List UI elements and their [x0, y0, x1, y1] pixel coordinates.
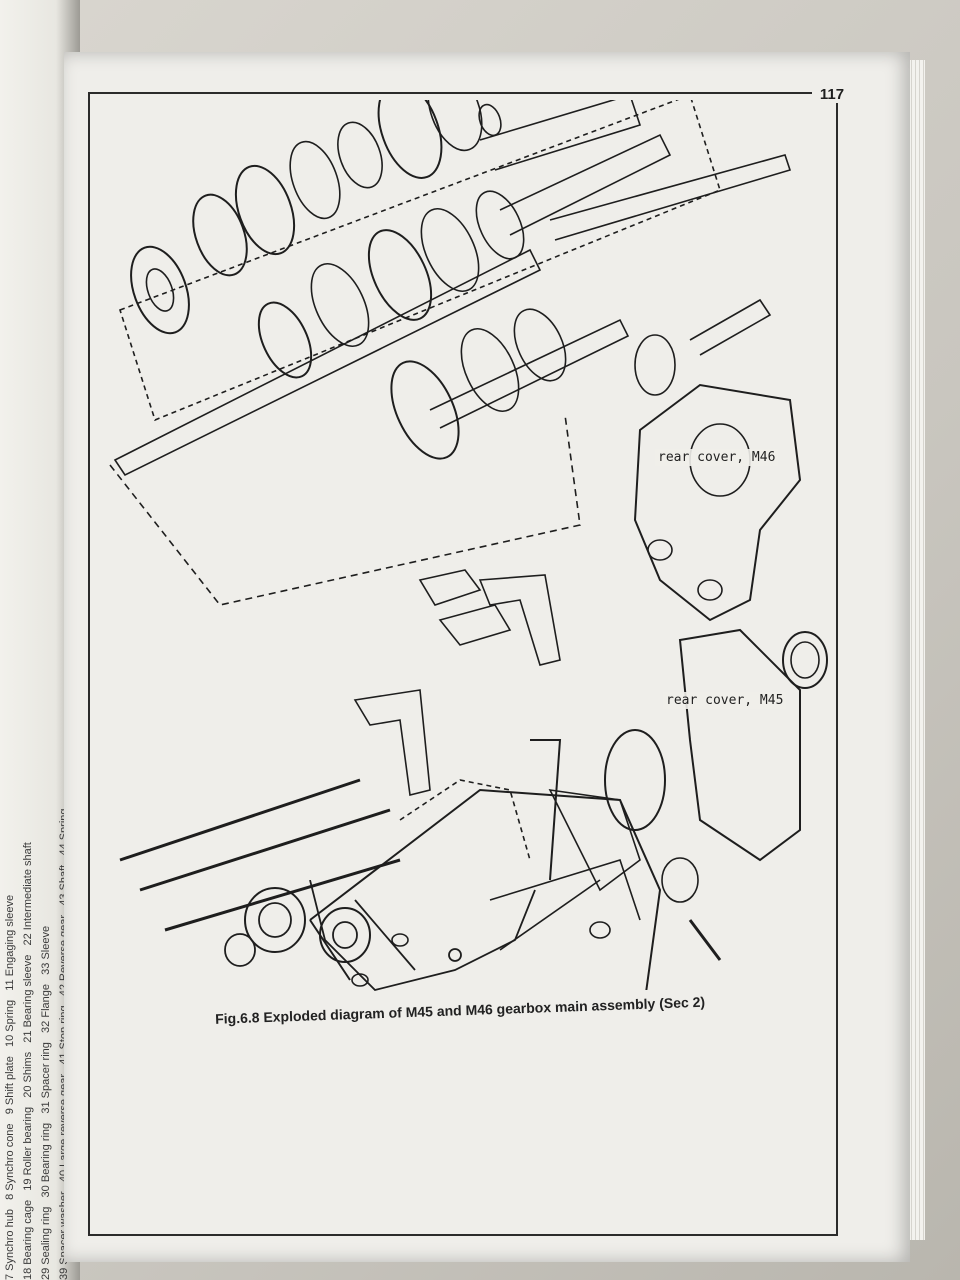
legend-item: 8 Synchro cone	[4, 1123, 16, 1200]
legend-item: 7 Synchro hub	[4, 1209, 16, 1280]
legend-item: 21 Bearing sleeve	[22, 954, 34, 1043]
book-page	[64, 52, 910, 1262]
housing-lower	[224, 880, 536, 991]
label-rear-cover-m45: rear cover, M45	[663, 692, 787, 709]
legend-col-1: 7 Synchro hub 8 Synchro cone 9 Shift pla…	[4, 0, 24, 1280]
legend-item: 29 Sealing ring	[40, 1206, 52, 1280]
legend-col-2: 18 Bearing cage 19 Roller bearing 20 Shi…	[22, 0, 42, 1280]
gear-panel-outline	[119, 100, 721, 422]
shaft-panel-outline	[109, 414, 581, 606]
exploded-diagram	[109, 100, 828, 990]
legend-item: 19 Roller bearing	[22, 1106, 34, 1191]
legend-item: 30 Bearing ring	[40, 1122, 52, 1198]
rear-cover-m46	[633, 383, 802, 622]
legend-item: 11 Engaging sleeve	[4, 894, 16, 991]
legend-item: 18 Bearing cage	[22, 1199, 34, 1280]
legend-item: 10 Spring	[4, 999, 16, 1048]
legend-col-3: 29 Sealing ring 30 Bearing ring 31 Space…	[40, 0, 60, 1280]
legend-item: 31 Spacer ring	[40, 1042, 52, 1114]
input-shaft	[113, 133, 792, 477]
main-shaft-gears	[130, 100, 642, 335]
intermediate-shaft	[390, 298, 772, 460]
shift-forks	[119, 569, 561, 932]
label-rear-cover-m46: rear cover, M46	[655, 449, 779, 466]
page-border	[88, 92, 838, 1236]
gearbox-housing	[309, 739, 722, 990]
legend-item: 22 Intermediate shaft	[22, 842, 34, 946]
legend-item: 20 Shims	[22, 1051, 34, 1098]
page-number: 117	[812, 86, 852, 103]
legend-item: 32 Flange	[40, 984, 52, 1033]
rear-cover-m45	[604, 628, 828, 903]
legend-item: 9 Shift plate	[4, 1056, 16, 1115]
legend-item: 33 Sleeve	[40, 925, 52, 975]
